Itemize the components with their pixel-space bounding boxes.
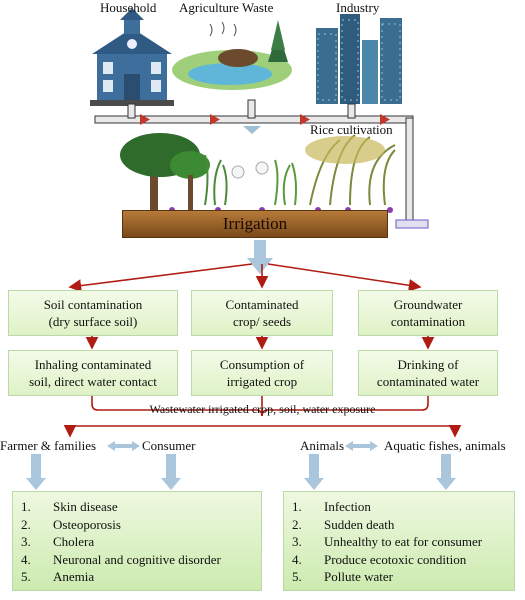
effect-down-arrows [26,454,456,490]
exposure-label: Wastewater irrigated crop, soil, water e… [149,402,376,416]
crops-trees-illustration [120,133,396,210]
list-item: 2.Sudden death [292,516,395,532]
animal-effects-box: 1.Infection 2.Sudden death 3.Unhealthy t… [283,491,515,591]
industry-label: Industry [336,0,380,15]
crop-consumption-box: Consumption of irrigated crop [191,350,333,396]
list-item: 4.Produce ecotoxic condition [292,551,467,567]
list-item: 1.Skin disease [21,499,118,514]
drinking-water-box: Drinking of contaminated water [358,350,498,396]
groundwater-contamination-box: Groundwater contamination [358,290,498,336]
list-item: 4.Neuronal and cognitive disorder [21,551,221,567]
human-effects-box: 1.Skin disease 2.Osteoporosis 3.Cholera … [12,491,262,591]
inhaling-soil-box: Inhaling contaminated soil, direct water… [8,350,178,396]
rice-cultivation-label: Rice cultivation [310,122,393,137]
farmer-families-label: Farmer & families [0,438,97,453]
soil-contamination-box: Soil contamination (dry surface soil) [8,290,178,336]
distribution-arrows [63,263,462,438]
list-item: 1.Infection [292,499,371,514]
irrigation-bar: Irrigation [122,210,388,238]
household-label: Household [100,0,157,15]
industry-buildings-icon [316,14,402,104]
list-item: 2.Osteoporosis [21,516,121,532]
agriculture-waste-label: Agriculture Waste [179,0,274,15]
aquatic-label: Aquatic fishes, animals [384,438,506,453]
list-item: 5.Pollute water [292,569,393,584]
household-building-icon [90,8,174,106]
bidirectional-arrows [107,441,378,451]
animals-label: Animals [300,438,345,453]
consumer-label: Consumer [142,438,196,453]
list-item: 3.Cholera [21,534,95,549]
list-item: 3.Unhealthy to eat for consumer [292,534,483,549]
contaminated-crop-box: Contaminated crop/ seeds [191,290,333,336]
agriculture-waste-icon [172,20,292,90]
irrigation-down-arrow [247,240,273,274]
list-item: 5.Anemia [21,569,95,584]
